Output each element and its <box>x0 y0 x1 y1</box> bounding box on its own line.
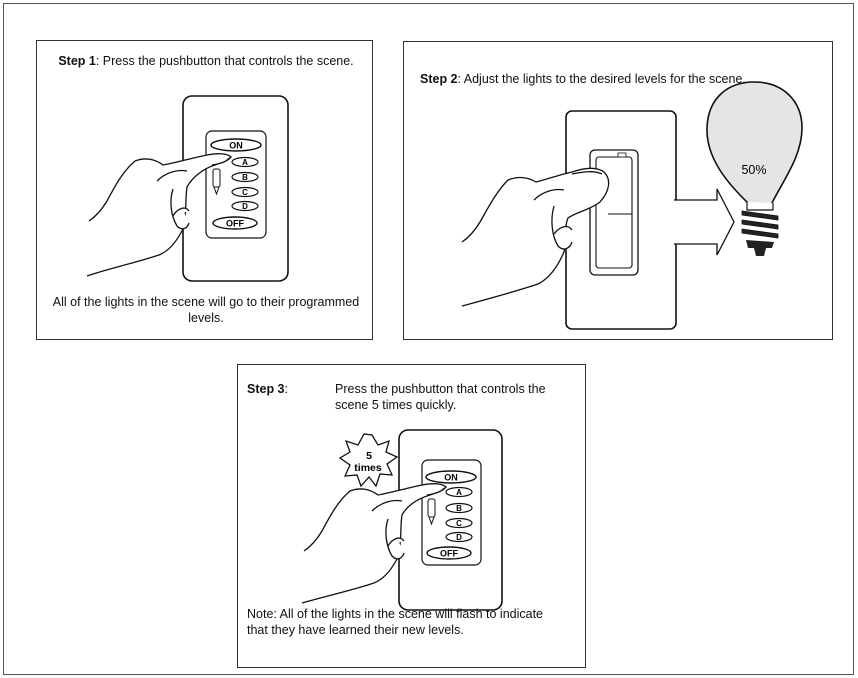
step3-led-icon <box>428 499 435 517</box>
step3-button-b[interactable]: B <box>446 504 472 514</box>
svg-text:D: D <box>456 533 462 542</box>
svg-text:B: B <box>242 173 248 182</box>
step1-button-off[interactable]: OFF <box>213 217 257 229</box>
step3-burst-unit: times <box>354 462 382 474</box>
svg-text:ON: ON <box>444 473 458 483</box>
step2-dimmer-illustration: 50% <box>404 42 834 341</box>
svg-text:C: C <box>242 188 248 197</box>
step3-note: Note: All of the lights in the scene wil… <box>247 606 547 638</box>
step1-button-c[interactable]: C <box>232 188 258 198</box>
step3-button-c[interactable]: C <box>446 519 472 529</box>
svg-text:OFF: OFF <box>226 219 244 229</box>
step1-button-on[interactable]: ON <box>211 139 261 151</box>
svg-text:ON: ON <box>229 141 243 151</box>
svg-text:A: A <box>242 158 248 167</box>
step2-arrow-icon <box>674 189 734 255</box>
step1-button-a[interactable]: A <box>232 158 258 168</box>
svg-text:C: C <box>456 519 462 528</box>
svg-text:B: B <box>456 504 462 513</box>
step3-burst-icon: 5 times <box>340 434 397 486</box>
step3-button-d[interactable]: D <box>446 533 472 543</box>
step1-button-b[interactable]: B <box>232 173 258 183</box>
step2-bulb-level: 50% <box>741 163 766 177</box>
svg-text:OFF: OFF <box>440 549 458 559</box>
svg-text:A: A <box>456 488 462 497</box>
step3-panel: Step 3: Press the pushbutton that contro… <box>237 364 586 668</box>
step1-button-d[interactable]: D <box>232 202 258 212</box>
step3-button-a[interactable]: A <box>446 488 472 498</box>
step1-led-icon <box>213 169 220 187</box>
step1-caption: All of the lights in the scene will go t… <box>45 294 367 326</box>
svg-text:D: D <box>242 202 248 211</box>
step3-burst-count: 5 <box>366 450 372 462</box>
step1-panel: Step 1: Press the pushbutton that contro… <box>36 40 373 340</box>
step3-button-off[interactable]: OFF <box>427 547 471 559</box>
step2-panel: Step 2: Adjust the lights to the desired… <box>403 41 833 340</box>
step3-button-on[interactable]: ON <box>426 471 476 483</box>
